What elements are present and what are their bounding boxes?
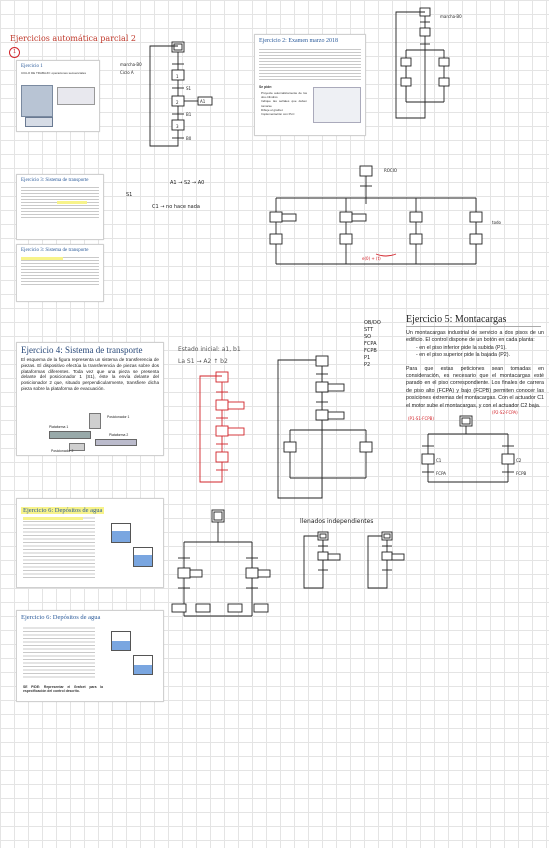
exercise-6b-text [23,625,95,679]
exercise-5-body: Un montacargas industrial de servicio a … [406,330,544,410]
exercise-3a-highlight [57,201,87,204]
page-title-handwritten: Ejercicios automática parcial 2 [10,34,137,43]
grafcet-ex3: e(0) + (t) ROCIO todo [269,165,502,265]
exercise-6a-figure [107,517,157,573]
ex5-variable-list: OB/DO STT SO FCPA FCPB P1 P2 [364,320,381,369]
exercise-4-card: Ejercicio 4: Sistema de transporte El es… [16,342,164,456]
exercise-circle-1: 1 [9,47,20,58]
grafcet-ex1-cond-1: marcha·B0 [120,62,142,67]
exercise-1-buttons [25,117,53,127]
grafcet-ex1-b0: B0 [186,136,192,141]
exercise-2-text-block [259,47,361,81]
exercise-6a-highlight [23,517,83,520]
tank-1 [111,523,131,543]
exercise-5-title-underline [406,326,541,327]
exercise-4-figure: Posicionador 1 Plataforma 1 Plataforma 2… [45,409,155,453]
exercise-5-p1: Un montacargas industrial de servicio a … [406,330,544,344]
exercise-5-li1: - en el piso inferior pide la subida (P1… [416,344,507,351]
ex5-action-c1: C1 [436,458,442,463]
exercise-6b-figure [107,627,157,681]
grafcet-ex4-red [199,371,245,483]
exercise-6b-title: Ejercicio 6: Depósitos de agua [21,614,101,621]
exercise-2-bullet-2: Indique las señales que deben tomarse [261,99,307,108]
grafcet-ex1: marcha·B0 Ciclo A A1 S1 B1 B0 3 2 1 [120,41,213,147]
grafcet-ex5: (P1·S1·FCPB) (P2·S2·FCPA) C1 C2 FCPA FCP… [408,410,527,483]
exercise-2-bullet-3: Dibuje el grafcet [261,107,283,112]
plat1-label: Plataforma 1 [49,425,69,429]
ex5-var-1: OB/DO [364,320,381,326]
exercise-1-diagram [21,85,53,117]
platform-2 [95,439,137,446]
tank-4 [133,655,153,675]
ex4-initial-state: Estado inicial: a1, b1 [178,346,241,353]
grafcet-ex1-step-3: 3 [176,124,179,129]
ex5-cond-fcpb: FCPB [516,471,527,476]
exercise-4-body: El esquema de la figura representa un si… [21,357,159,391]
exercise-3a-title: Ejercicio 3: Sistema de transporte [21,178,89,183]
exercise-2-bullet-1: Proyecte automáticamente de los dos cili… [261,91,307,100]
pos1-label: Posicionador 1 [107,415,130,419]
grafcet-ex6-independent [303,531,405,589]
grafcet-ex1-action: A1 [200,99,206,104]
grafcet-ex1-step-1: 1 [176,74,179,79]
grafcet-ex6-shared [171,509,271,617]
plat2-label: Plataforma 2 [109,433,129,437]
exercise-4-title: Ejercicio 4: Sistema de transporte [21,345,143,355]
ex5-var-7: P2 [364,362,371,368]
ex6-title-llenados: llenados independientes [300,518,374,525]
exercise-2-card: Ejercicio 2: Examen marzo 2018 Se pide: … [254,34,366,136]
ex5-var-4: FCPA [364,341,377,347]
exercise-6b-card: Ejercicio 6: Depósitos de agua SE PIDE: … [16,610,164,702]
ex5-cond-p2: (P2·S2·FCPA) [492,410,518,415]
pos2-cylinder [69,443,85,451]
ex3-grafcet-note-b: todo [492,220,502,225]
exercise-2-figure [313,87,361,123]
pos1-cylinder [89,413,101,429]
exercise-1-panel [57,87,95,105]
exercise-6b-foot: SE PIDE: Representar el Grafcet para la … [23,685,103,694]
pos2-label: Posicionador 2 [51,449,74,453]
exercise-3b-card: Ejercicio 3: Sistema de transporte [16,244,104,302]
grafcet-ex1-s1: S1 [186,86,192,91]
grafcet-ex2-note: marcha·B0 [440,14,462,19]
grafcet-ex1-cond-2: Ciclo A [120,70,134,75]
ex5-var-6: P1 [364,355,371,361]
ex3-grafcet-note-a: ROCIO [384,168,397,173]
exercise-3b-highlight [21,257,63,260]
ex5-var-3: SO [364,334,372,340]
tank-3 [111,631,131,651]
ex3-note-1: A1 → S2 → A0 [170,180,205,186]
exercise-1-caption: CICLO DE TRABAJO: operaciones secuencial… [21,71,86,75]
exercise-2-section: Se pide: [259,85,273,89]
ex5-var-5: FCPB [364,348,377,354]
exercise-6a-text [23,515,95,579]
exercise-3b-text [21,255,99,285]
exercise-3b-title: Ejercicio 3: Sistema de transporte [21,248,89,253]
ex3-note-2: S1 [126,192,133,198]
exercise-5-li2: - en el piso superior pide la bajada (P2… [416,352,510,359]
ex5-action-c2: C2 [516,458,522,463]
ex4-sequence: La S1 → A2 ↑ b2 [178,358,228,365]
exercise-6a-title: Ejercicio 6: Depósitos de agua [21,507,105,514]
grafcet-ex4-black [277,355,373,499]
ex3-cond-red: e(0) + (t) [362,256,381,261]
exercise-2-bullet-4: Implementación con PLC [261,112,295,117]
exercise-5-title: Ejercicio 5: Montacargas [406,314,507,325]
exercise-1-card: Ejercicio 1 CICLO DE TRABAJO: operacione… [16,60,100,132]
exercise-6a-card: Ejercicio 6: Depósitos de agua [16,498,164,588]
ex5-cond-fcpa: FCPA [436,471,446,476]
exercise-2-bullets: Proyecte automáticamente de los dos cili… [261,91,307,116]
platform-1 [49,431,91,439]
grafcet-ex2: marcha·B0 [395,7,462,119]
tank-2 [133,547,153,567]
exercise-3a-card: Ejercicio 3: Sistema de transporte [16,174,104,240]
ex5-var-2: STT [364,327,374,333]
exercise-5-p2: Para que estas peticiones sean tomadas e… [406,365,544,409]
grafcet-ex1-step-2: 2 [176,100,179,105]
grafcet-ex1-b1: B1 [186,112,192,117]
ex3-note-3: C1 → no hace nada [152,204,200,210]
exercise-1-title: Ejercicio 1 [21,64,43,69]
ex5-cond-p1: (P1·S1·FCPB) [408,416,434,421]
exercise-2-title: Ejercicio 2: Examen marzo 2018 [259,38,338,44]
